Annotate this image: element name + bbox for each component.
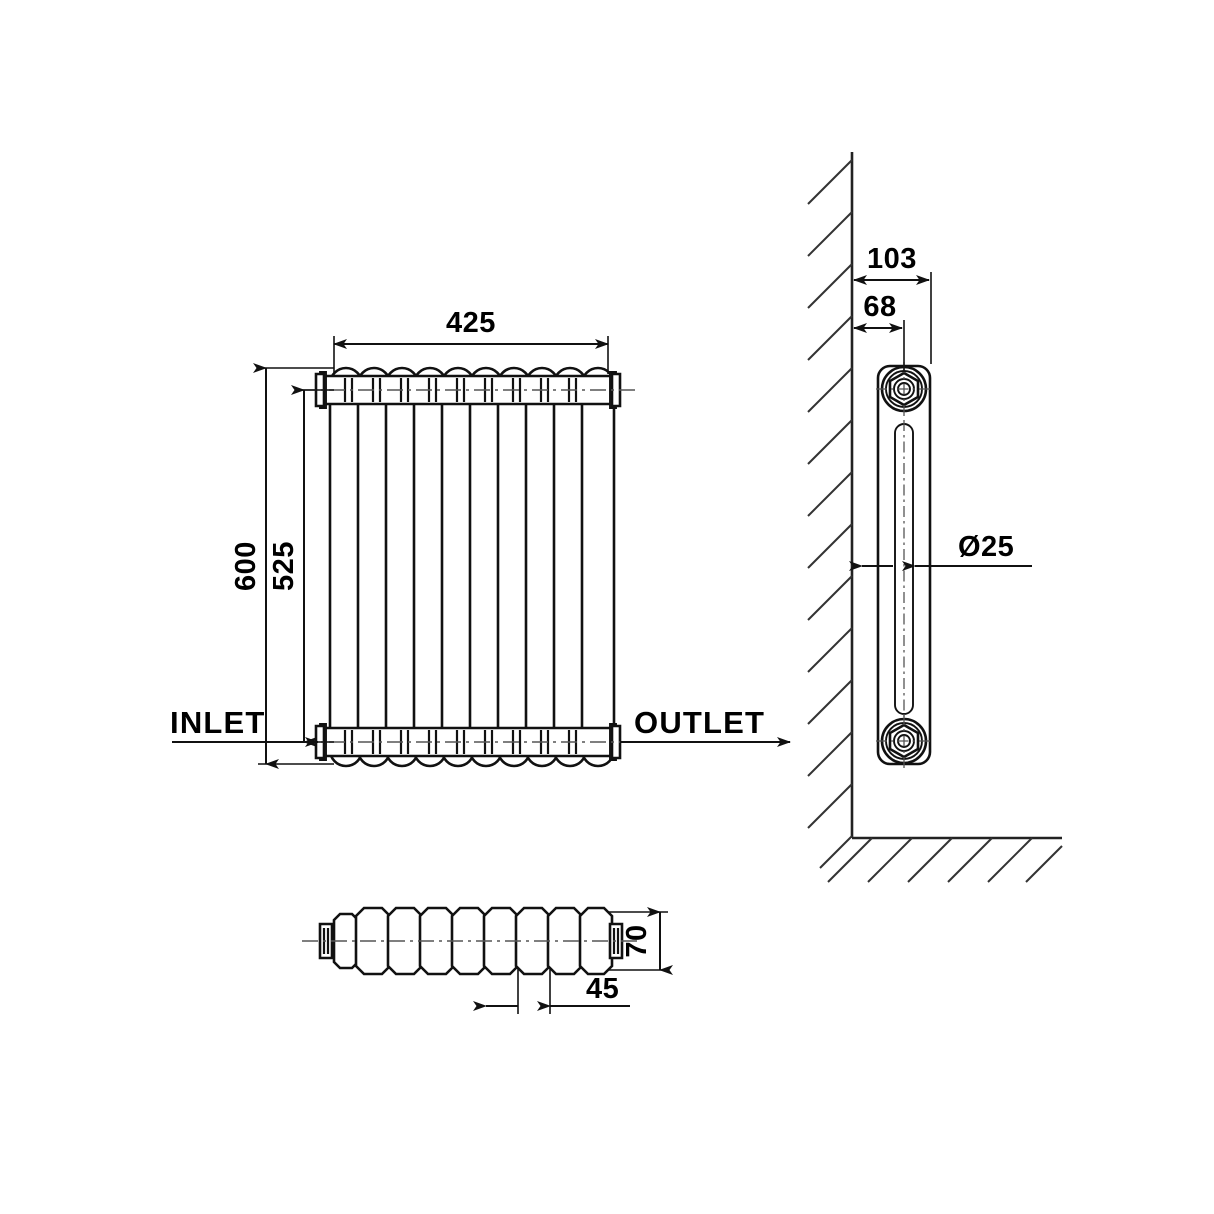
- front-view-columns: [328, 366, 616, 768]
- dimension-pitch-45: 45: [473, 968, 630, 1014]
- dimension-label-68: 68: [863, 291, 896, 323]
- inlet-flow-indicator: INLET: [170, 705, 319, 747]
- dimension-depth-103: 103: [853, 243, 932, 364]
- dimension-label-45: 45: [586, 973, 619, 1005]
- dimension-height-600: 600: [230, 363, 334, 769]
- outlet-label: OUTLET: [634, 705, 765, 740]
- dimension-depth-70: 70: [608, 907, 673, 975]
- dimension-label-70: 70: [621, 924, 653, 957]
- floor-hatching: [827, 837, 1063, 883]
- side-view: 103 68 Ø25: [807, 152, 1063, 883]
- dimension-width-425: 425: [333, 307, 609, 374]
- dimension-height-525: 525: [268, 385, 334, 747]
- dimension-label-103: 103: [867, 243, 917, 275]
- dimension-label-diameter-25: Ø25: [958, 531, 1014, 563]
- side-view-bottom-connector: [876, 714, 932, 768]
- dimension-label-425: 425: [446, 307, 496, 339]
- inlet-label: INLET: [170, 705, 266, 740]
- wall-hatching: [807, 159, 853, 869]
- outlet-flow-indicator: OUTLET: [620, 705, 791, 747]
- top-view: 70 45: [302, 906, 673, 1014]
- dimension-label-600: 600: [230, 541, 262, 591]
- dimension-diameter-25: Ø25: [849, 531, 1032, 571]
- front-view: 425 600 525 INLET: [170, 307, 791, 769]
- dimension-depth-68: 68: [853, 291, 905, 372]
- side-view-top-connector: [876, 362, 932, 416]
- dimension-label-525: 525: [268, 541, 300, 591]
